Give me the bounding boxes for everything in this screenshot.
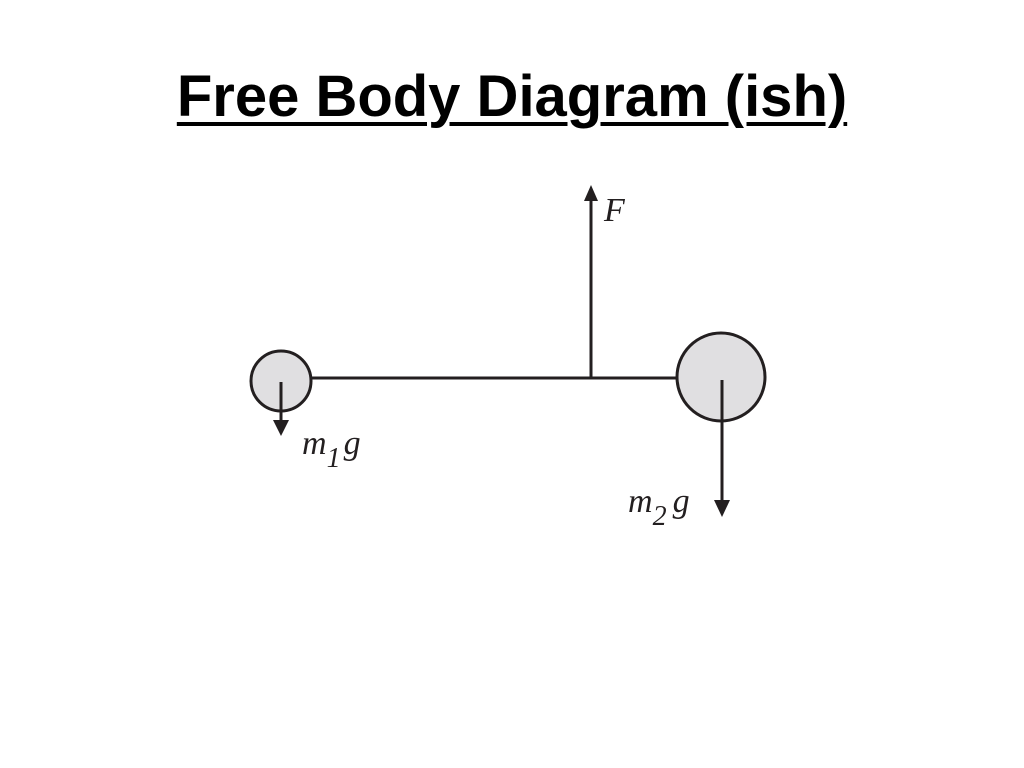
m2g-arrowhead — [714, 500, 730, 517]
force-label: F — [603, 192, 626, 229]
page-title: Free Body Diagram (ish) — [0, 62, 1024, 132]
m1g-label-g: g — [344, 425, 361, 462]
force-arrowhead — [584, 185, 598, 201]
m2g-label-g: g — [673, 483, 690, 520]
m2g-label-sub: 2 — [653, 501, 667, 532]
m1g-label: m1g — [302, 425, 361, 474]
m1g-arrowhead — [273, 420, 289, 436]
m1g-label-m: m — [302, 425, 327, 462]
page-title-text: Free Body Diagram (ish) — [176, 64, 848, 129]
m2g-label-m: m — [628, 483, 653, 520]
m1g-label-sub: 1 — [327, 443, 341, 474]
